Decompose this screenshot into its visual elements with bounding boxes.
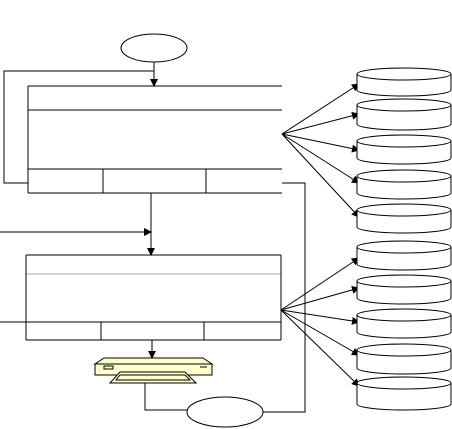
printer-icon xyxy=(93,357,214,384)
upper-storage-1 xyxy=(356,67,452,97)
upper-storage-4 xyxy=(356,169,452,200)
right-return-line xyxy=(263,182,306,413)
lower-storage-3 xyxy=(356,308,452,339)
upper-storage-5 xyxy=(356,203,452,234)
lower-process-box xyxy=(25,254,282,341)
upper-storage-3 xyxy=(356,134,452,165)
end-terminal xyxy=(186,396,264,428)
upper-storage-2 xyxy=(356,98,452,131)
upper-loop-back-line xyxy=(3,70,154,184)
lower-storage-4 xyxy=(356,343,452,375)
start-terminal xyxy=(120,33,188,63)
upper-storage-connectors xyxy=(281,83,360,218)
lower-storage-1 xyxy=(356,240,452,271)
upper-process-box xyxy=(27,85,282,194)
printer-to-end-line xyxy=(144,383,188,411)
lower-storage-5 xyxy=(356,376,452,411)
lower-storage-connectors xyxy=(280,257,360,387)
lower-storage-2 xyxy=(356,274,452,305)
